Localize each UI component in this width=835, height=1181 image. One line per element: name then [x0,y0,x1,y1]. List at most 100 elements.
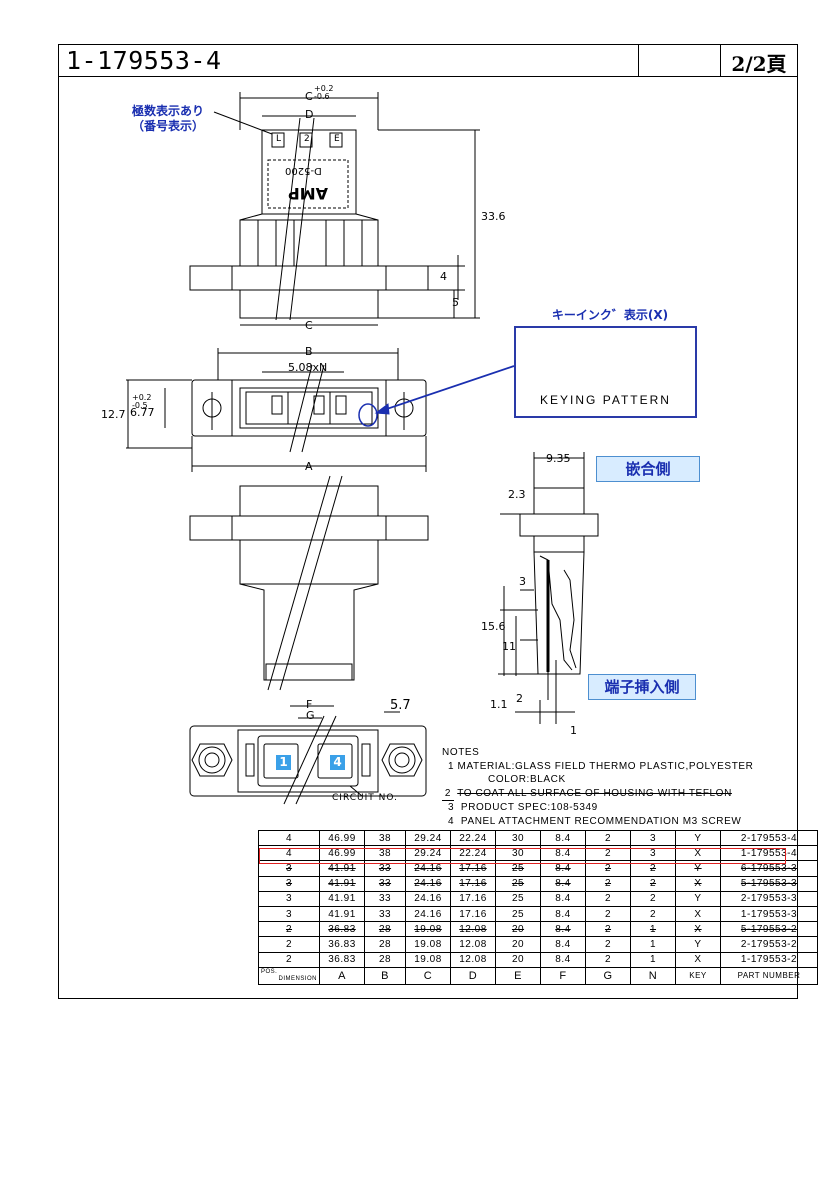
table-cell: 33 [364,875,406,892]
dim-b: B [305,345,313,358]
dim-f: F [306,698,313,711]
part-number-title: 1-179553-4 [66,46,222,75]
table-cell: 28 [364,921,406,938]
table-cell: 1 [630,936,676,953]
dim-3: 3 [519,575,526,588]
circuit-4-marker: 4 [330,755,345,770]
count-display-label: 極数表示あり [131,104,204,118]
table-cell: 24.16 [405,875,451,892]
table-cell: X [675,951,721,968]
table-cell: 2-179553-2 [720,936,818,953]
table-cell: 38 [364,829,406,847]
table-cell: 17.16 [450,875,496,892]
table-cell: 1 [630,921,676,938]
table-cell: 20 [495,921,541,938]
table-cell: Y [675,936,721,953]
table-cell: 17.16 [450,890,496,907]
note-3: 3 PRODUCT SPEC:108-5349 [448,802,598,813]
pos-dimension-corner: POS.DIMENSION [258,966,320,985]
table-cell: 24.16 [405,905,451,923]
table-cell: 36.83 [319,921,365,938]
dim-5: 5 [452,296,459,309]
dim-c-tolerance-minus: -0.6 [314,92,330,101]
table-header-cell: G [585,966,631,985]
dim-6-77: 6.77 [130,406,155,419]
table-cell: 8.4 [540,921,586,938]
dim-5-7: 5.7 [390,698,411,713]
table-cell: 25 [495,890,541,907]
dim-d-label: D [305,108,314,121]
table-cell: 33 [364,905,406,923]
table-cell: 8.4 [540,890,586,907]
title-divider [638,44,639,77]
note-2-text: TO COAT ALL SURFACE OF HOUSING WITH TEFL… [457,787,732,799]
table-cell: 28 [364,936,406,953]
notes-heading: NOTES [442,747,480,758]
table-cell: 17.16 [450,905,496,923]
housing-code: D-5200 [285,165,322,176]
pin-label: 2 [304,134,310,144]
dim-12-7: 12.7 [101,408,126,421]
table-cell: Y [675,890,721,907]
table-cell: 2-179553-4 [720,829,818,847]
table-cell: 19.08 [405,951,451,968]
dim-1-1: 1.1 [490,698,508,711]
table-cell: 3 [630,829,676,847]
table-cell: 2 [585,875,631,892]
table-cell: 2 [585,890,631,907]
dim-33-6: 33.6 [481,210,506,223]
table-cell: 2 [258,921,320,938]
table-header-cell: B [364,966,406,985]
table-cell: Y [675,829,721,847]
table-cell: 41.91 [319,905,365,923]
table-cell: 46.99 [319,829,365,847]
table-cell: 41.91 [319,875,365,892]
dim-1: 1 [570,724,577,737]
table-cell: 2 [585,951,631,968]
table-cell: 1-179553-3 [720,905,818,923]
table-cell: 12.08 [450,936,496,953]
dim-2: 2 [516,692,523,705]
table-cell: 2 [630,875,676,892]
table-cell: 2 [630,905,676,923]
table-header-cell: E [495,966,541,985]
table-cell: 3 [258,890,320,907]
dim-2-3: 2.3 [508,488,526,501]
table-cell: 2 [630,890,676,907]
table-cell: 36.83 [319,936,365,953]
table-cell: 5-179553-3 [720,875,818,892]
table-cell: 8.4 [540,951,586,968]
table-header-cell: PART NUMBER [720,966,818,985]
dim-9-35: 9.35 [546,452,571,465]
table-cell: 2 [585,921,631,938]
table-cell: 2 [258,951,320,968]
table-cell: 20 [495,936,541,953]
notes-block: NOTES 1 MATERIAL:GLASS FIELD THERMO PLAS… [442,746,754,828]
page-indicator: 2/2頁 [731,52,787,76]
table-cell: 41.91 [319,890,365,907]
bottom-view [189,705,427,805]
table-cell: 5-179553-2 [720,921,818,938]
dimension-label: DIMENSION [278,975,317,982]
table-cell: 4 [258,829,320,847]
dim-c-bottom: C [305,319,313,332]
dim-pitch: 5.08xN [288,361,328,374]
note-1: 1 MATERIAL:GLASS FIELD THERMO PLASTIC,PO… [448,760,754,772]
table-cell: 25 [495,875,541,892]
table-cell: 8.4 [540,936,586,953]
table-cell: 8.4 [540,875,586,892]
table-header-cell: A [319,966,365,985]
pin-label: L [276,134,282,144]
dim-4: 4 [440,270,447,283]
table-cell: 30 [495,829,541,847]
table-header-cell: N [630,966,676,985]
pos-label: POS. [261,968,278,975]
table-cell: 12.08 [450,921,496,938]
